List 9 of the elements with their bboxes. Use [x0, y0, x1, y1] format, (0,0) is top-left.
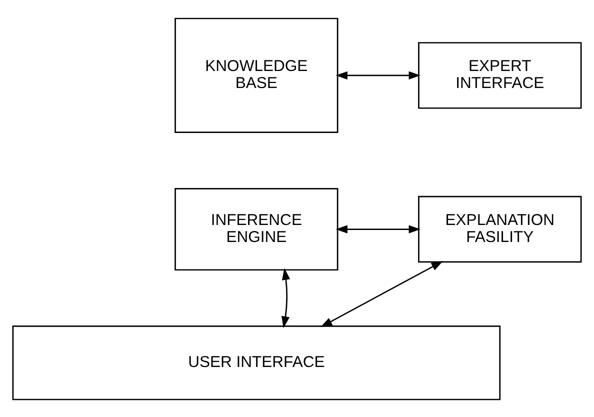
node-box: INFERENCE ENGINE	[174, 188, 338, 270]
node-box: EXPLANATION FASILITY	[418, 195, 582, 262]
node-box: USER INTERFACE	[12, 325, 501, 400]
arrow	[320, 260, 444, 327]
arrow	[281, 268, 290, 328]
arrow	[336, 70, 421, 80]
node-box: KNOWLEDGE BASE	[174, 17, 338, 133]
arrow	[336, 224, 421, 233]
node-box: EXPERT INTERFACE	[418, 42, 582, 108]
